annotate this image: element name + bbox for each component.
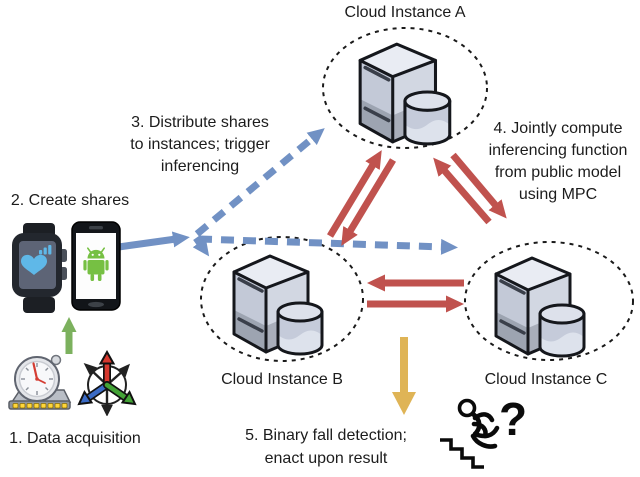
step3-line1: 3. Distribute shares (131, 114, 269, 131)
arrow-b-to-a (327, 150, 382, 238)
phone-home-button (88, 301, 104, 308)
step4-line1: 4. Jointly compute (493, 120, 623, 137)
question-mark: ? (499, 393, 528, 445)
signal-bars-icon (39, 245, 52, 255)
clock-ticks (21, 363, 53, 395)
falling-person-stairs-icon (440, 398, 500, 469)
step5-line2: enact upon result (264, 450, 388, 467)
cloud-instance-c-ellipse (464, 241, 634, 361)
step5-label: 5. Binary fall detection; enact upon res… (226, 424, 426, 470)
step3-label: 3. Distribute shares to instances; trigg… (110, 112, 290, 178)
cloud-instance-b-ellipse (200, 236, 364, 362)
cloud-a-label: Cloud Instance A (344, 4, 466, 21)
step4-line3: from public model (494, 164, 622, 181)
falling-person-shape (457, 398, 500, 449)
cloud-b-label: Cloud Instance B (221, 371, 343, 388)
arrow-a-to-c (450, 152, 507, 219)
android-robot-icon (83, 247, 109, 281)
cloud-instance-a-ellipse (322, 27, 488, 149)
server-database-icon-c (494, 256, 586, 358)
step4-line2: inferencing function (488, 142, 628, 159)
stairs-shape (440, 438, 484, 469)
step5-line1: 5. Binary fall detection; (245, 427, 407, 444)
arrow-hub-to-b (192, 235, 210, 257)
step4-label: 4. Jointly compute inferencing function … (472, 118, 640, 206)
step2-label: 2. Create shares (10, 192, 130, 209)
phone-speaker (89, 226, 103, 230)
server-database-icon-b (232, 254, 324, 356)
stopwatch-sensor-icon (8, 354, 72, 410)
android-phone-icon (71, 221, 121, 311)
red-arrows (327, 150, 507, 313)
sensor-pins (12, 403, 68, 409)
server-database-icon-a (358, 42, 452, 146)
step3-line3: inferencing (160, 158, 240, 175)
arrow-hub-to-c (198, 235, 458, 255)
step1-label: 1. Data acquisition (9, 430, 141, 447)
arrow-a-to-b (341, 158, 396, 246)
arrow-hub-to-a (194, 128, 325, 237)
step4-line4: using MPC (518, 186, 598, 203)
accelerometer-axes-icon (77, 350, 137, 416)
smartwatch-heart-icon (12, 223, 67, 313)
arrow-c-to-a (433, 157, 492, 225)
step3-line2: to instances; trigger (130, 136, 270, 153)
cloud-c-label: Cloud Instance C (484, 371, 608, 388)
heart-icon (21, 254, 47, 275)
